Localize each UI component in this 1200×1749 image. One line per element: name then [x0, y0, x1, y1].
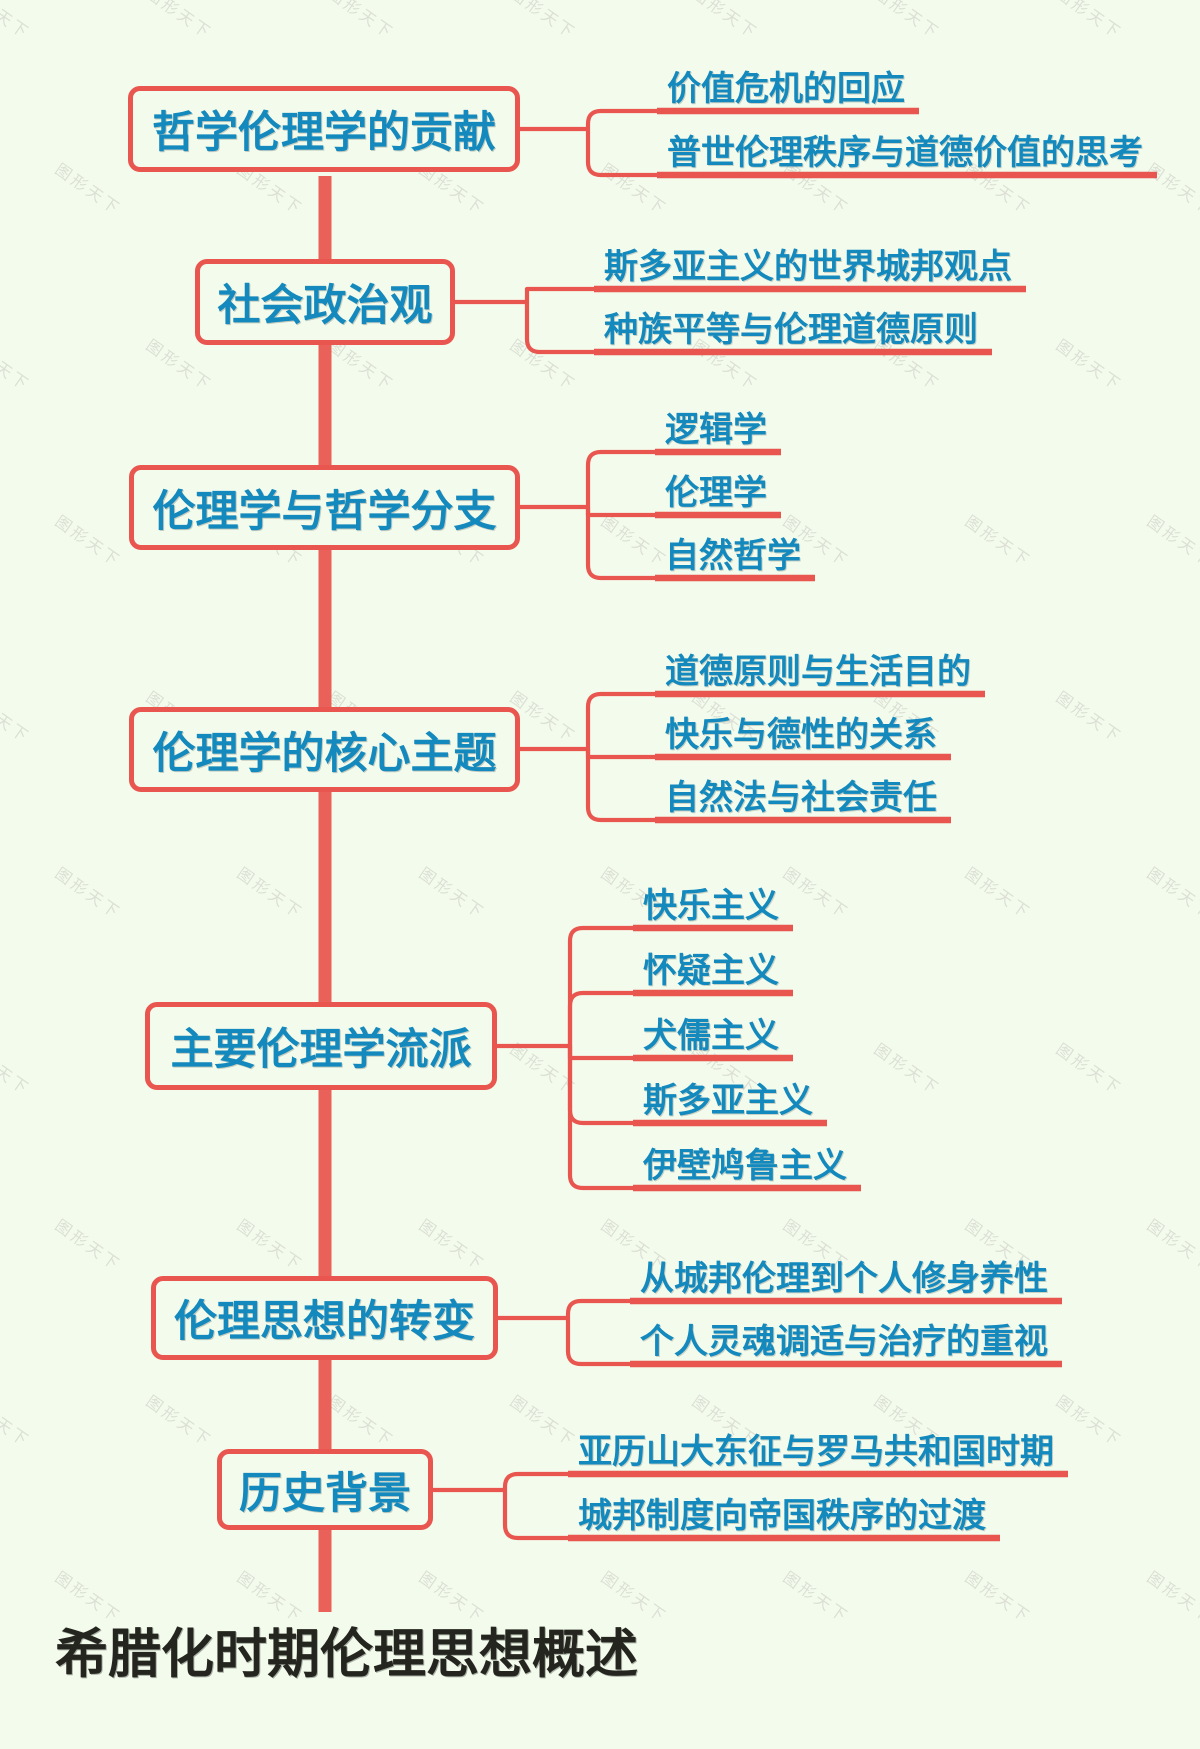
leaf-node: 个人灵魂调适与治疗的重视 — [640, 1323, 1048, 1361]
leaf-node: 自然哲学 — [665, 537, 801, 575]
leaf-node: 道德原则与生活目的 — [665, 653, 971, 691]
topic-label: 伦理学与哲学分支 — [152, 487, 497, 536]
leaf-node: 怀疑主义 — [643, 952, 779, 990]
leaf-node: 自然法与社会责任 — [665, 779, 937, 817]
leaf-node: 伦理学 — [665, 474, 767, 512]
leaf-node: 斯多亚主义的世界城邦观点 — [604, 248, 1012, 286]
leaf-node: 伊壁鸠鲁主义 — [643, 1147, 847, 1185]
topic-box-major-ethical-schools: 主要伦理学流派 — [145, 1002, 497, 1090]
topic-box-ethics-and-philosophy-branches: 伦理学与哲学分支 — [129, 465, 520, 550]
leaf-node: 亚历山大东征与罗马共和国时期 — [578, 1433, 1054, 1471]
topic-label: 哲学伦理学的贡献 — [152, 109, 496, 157]
topic-label: 主要伦理学流派 — [170, 1026, 472, 1074]
leaf-node: 犬儒主义 — [643, 1017, 779, 1055]
leaf-node: 价值危机的回应 — [667, 70, 905, 108]
topic-box-core-themes-of-ethics: 伦理学的核心主题 — [129, 707, 520, 792]
topic-label: 历史背景 — [239, 1469, 411, 1518]
leaf-node: 快乐主义 — [643, 887, 779, 925]
leaf-node: 城邦制度向帝国秩序的过渡 — [578, 1497, 986, 1535]
topic-label: 伦理思想的转变 — [174, 1298, 475, 1346]
leaf-node: 从城邦伦理到个人修身养性 — [640, 1260, 1048, 1298]
leaf-node: 普世伦理秩序与道德价值的思考 — [667, 134, 1143, 172]
topic-box-social-political-view: 社会政治观 — [195, 259, 455, 345]
topic-label: 社会政治观 — [217, 282, 433, 330]
topic-label: 伦理学的核心主题 — [152, 729, 497, 778]
leaf-node: 快乐与德性的关系 — [665, 716, 937, 754]
topic-box-philosophical-ethics-contribution: 哲学伦理学的贡献 — [128, 86, 520, 172]
leaf-node: 斯多亚主义 — [643, 1082, 813, 1120]
topic-box-historical-background: 历史背景 — [217, 1449, 433, 1530]
leaf-node: 逻辑学 — [665, 411, 767, 449]
topic-box-transformation-of-ethical-thought: 伦理思想的转变 — [151, 1276, 498, 1360]
leaf-node: 种族平等与伦理道德原则 — [604, 311, 978, 349]
page-title: 希腊化时期伦理思想概述 — [55, 1625, 638, 1684]
